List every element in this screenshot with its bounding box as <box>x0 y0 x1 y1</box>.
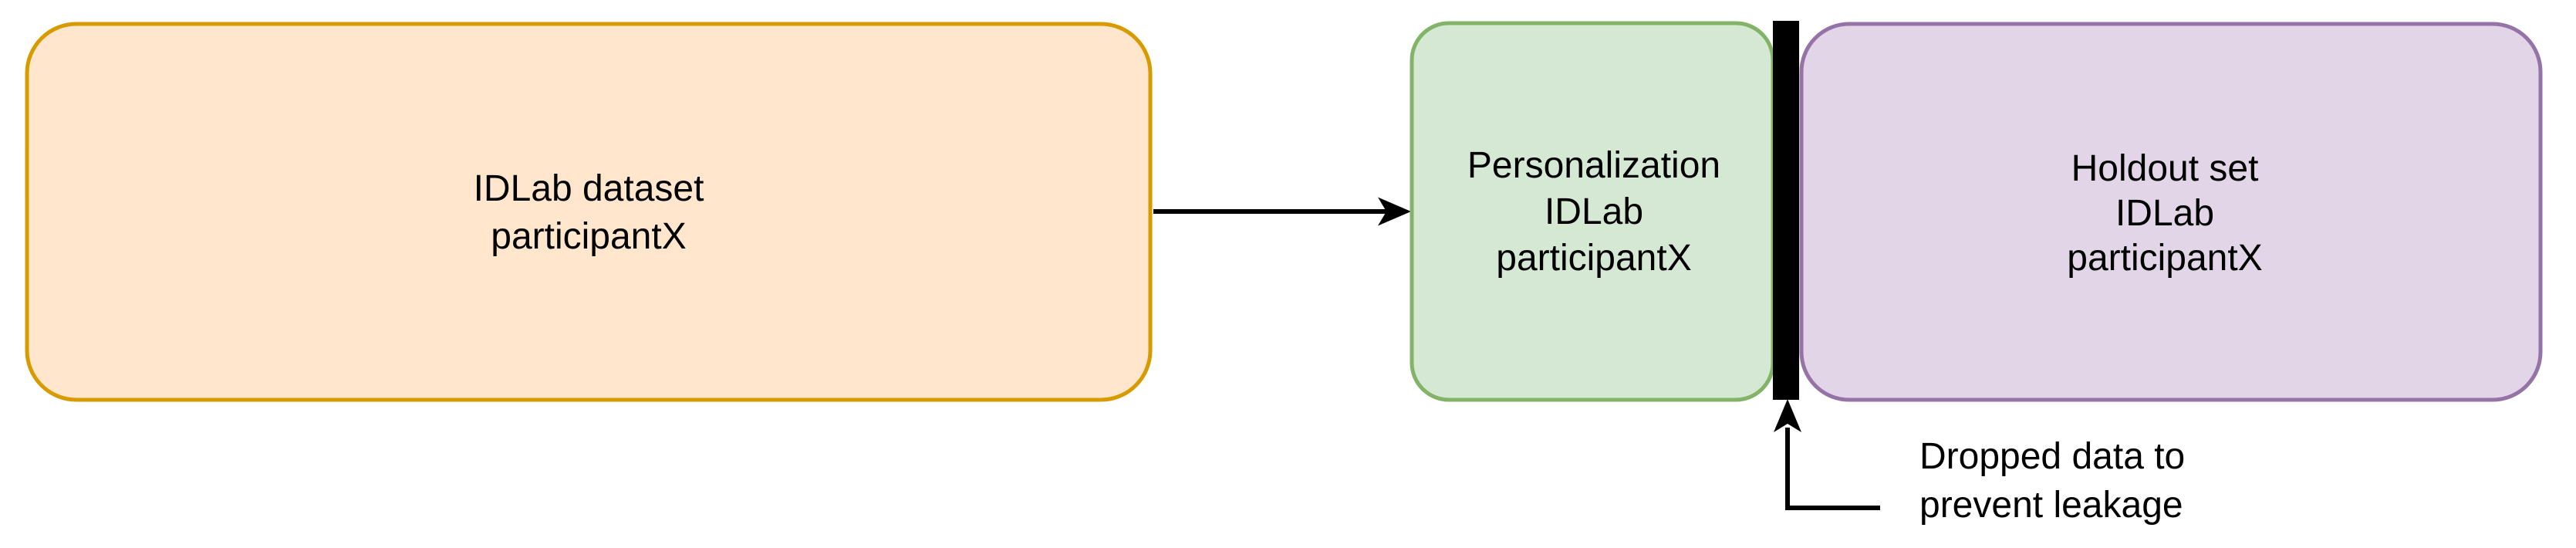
annotation-label-line2: prevent leakage <box>1919 485 2183 526</box>
holdout-label-line1: Holdout set <box>2071 148 2259 189</box>
annotation-label: Dropped data to prevent leakage <box>1919 436 2185 526</box>
flow-arrow <box>1153 197 1411 226</box>
source-dataset-label: IDLab dataset participantX <box>474 168 704 257</box>
flow-arrow-head <box>1378 197 1411 226</box>
holdout-label: Holdout set IDLab participantX <box>2067 148 2262 279</box>
personalization-label-line1: Personalization <box>1467 145 1720 186</box>
annotation-arrow <box>1774 399 1880 510</box>
annotation-arrow-head <box>1774 399 1801 432</box>
annotation-label-line1: Dropped data to <box>1919 436 2185 477</box>
source-dataset-label-line2: participantX <box>491 216 686 257</box>
leakage-separator-bar <box>1773 21 1799 400</box>
holdout-box <box>1799 22 2543 402</box>
annotation-arrow-shaft <box>1785 428 1880 510</box>
source-dataset-label-line1: IDLab dataset <box>474 168 704 209</box>
holdout-label-line3: participantX <box>2067 238 2262 279</box>
source-dataset-box <box>25 22 1153 402</box>
personalization-label-line3: participantX <box>1496 238 1691 279</box>
personalization-label-line2: IDLab <box>1545 191 1643 232</box>
personalization-label: Personalization IDLab participantX <box>1467 145 1720 279</box>
holdout-label-line2: IDLab <box>2115 193 2214 234</box>
